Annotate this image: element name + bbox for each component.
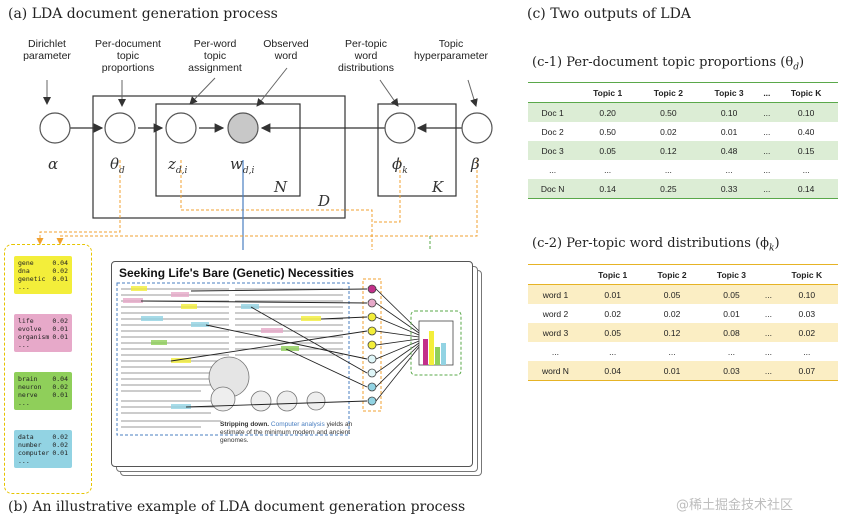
plate-k bbox=[377, 103, 457, 197]
phi-node bbox=[384, 112, 416, 144]
phi-symbol: ϕk bbox=[392, 155, 408, 176]
z-symbol: zd,i bbox=[168, 155, 188, 176]
per-doc-topic-label: Per-document topic proportions bbox=[95, 38, 161, 74]
alpha-node bbox=[39, 112, 71, 144]
topic-hyper-label: Topic hyperparameter bbox=[413, 38, 489, 62]
watermark: @稀土掘金技术社区 bbox=[676, 498, 794, 513]
per-word-topic-label: Per-word topic assignment bbox=[188, 38, 242, 74]
c2-title: (c-2) Per-topic word distributions (ϕk) bbox=[532, 236, 780, 254]
panel-a-title: (a) LDA document generation process bbox=[8, 6, 278, 22]
article-caption: Stripping down. Computer analysis yields… bbox=[220, 421, 353, 444]
topics-box bbox=[4, 244, 92, 494]
c1-title: (c-1) Per-document topic proportions (θd… bbox=[532, 55, 805, 73]
w-symbol: wd,i bbox=[230, 155, 255, 176]
theta-symbol: θd bbox=[110, 155, 125, 176]
beta-symbol: β bbox=[471, 155, 480, 173]
article-title: Seeking Life's Bare (Genetic) Necessitie… bbox=[119, 266, 354, 280]
plate-k-label: K bbox=[432, 178, 444, 196]
theta-node bbox=[104, 112, 136, 144]
lda-graphical-model bbox=[36, 67, 493, 250]
table-row: .................. bbox=[549, 164, 810, 175]
z-node bbox=[165, 112, 197, 144]
article-body-graphic bbox=[116, 278, 462, 436]
plate-n bbox=[155, 103, 301, 197]
beta-node bbox=[461, 112, 493, 144]
panel-c-title: (c) Two outputs of LDA bbox=[527, 6, 691, 22]
dirichlet-label: Dirichlet parameter bbox=[23, 38, 71, 62]
observed-word-label: Observed word bbox=[263, 38, 309, 62]
per-topic-word-label: Per-topic word distributions bbox=[337, 38, 395, 74]
alpha-symbol: α bbox=[48, 155, 59, 173]
plate-d bbox=[92, 95, 346, 219]
plate-n-label: N bbox=[274, 178, 288, 196]
plate-d-label: D bbox=[318, 192, 331, 210]
table-row: .................. bbox=[551, 346, 811, 357]
panel-b-title: (b) An illustrative example of LDA docum… bbox=[8, 499, 466, 515]
w-node bbox=[227, 112, 259, 144]
